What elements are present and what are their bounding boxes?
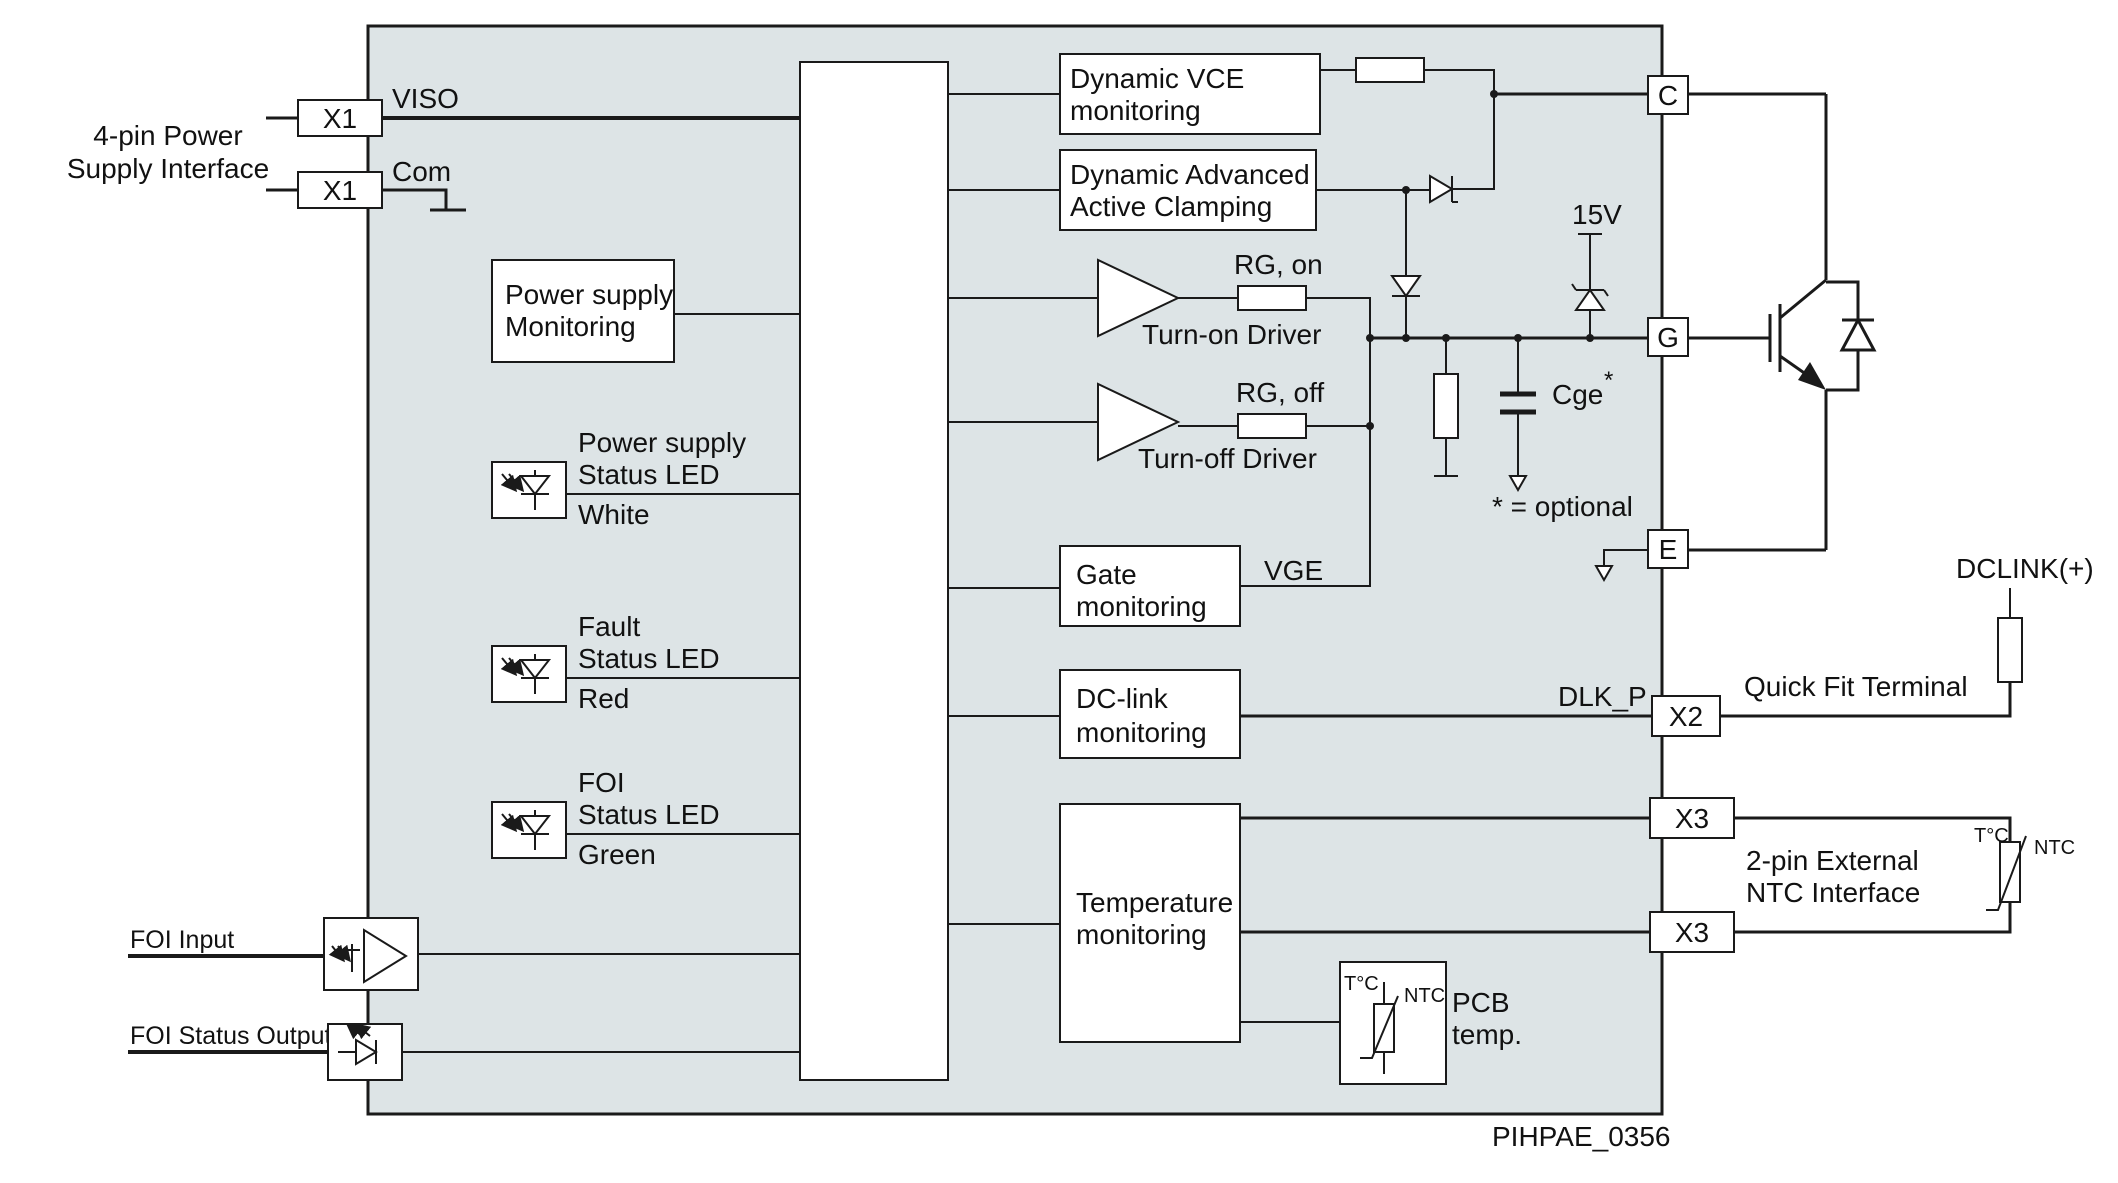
vce-line-1: Dynamic VCE (1070, 63, 1244, 94)
diagram-id: PIHPAE_0356 (1492, 1121, 1671, 1152)
ext-ntc-line-2: NTC Interface (1746, 877, 1920, 908)
cge-star: * (1604, 367, 1613, 394)
dlk-p-label: DLK_P (1558, 681, 1647, 712)
fault-led-line-2: Status LED (578, 643, 720, 674)
ext-ntc-line-1: 2-pin External (1746, 845, 1919, 876)
foi-led-line-1: FOI (578, 767, 625, 798)
led-icon (500, 654, 552, 694)
gate-mon-line-2: monitoring (1076, 591, 1207, 622)
vge-label: VGE (1264, 555, 1323, 586)
gate-emitter-resistor (1433, 373, 1459, 439)
dclink-mon-line-2: monitoring (1076, 717, 1207, 748)
rg-on-resistor (1237, 285, 1307, 311)
dclink-mon-line-1: DC-link (1076, 683, 1169, 714)
quick-fit-resistor (1997, 617, 2023, 683)
pcb-temp-line-2: temp. (1452, 1019, 1522, 1050)
terminal-x2-label: X2 (1669, 701, 1703, 732)
cge-capacitor-icon (1500, 391, 1536, 415)
dynamic-vce-monitoring-block (1059, 53, 1321, 135)
foi-led-line-2: Status LED (578, 799, 720, 830)
rg-off-label: RG, off (1236, 377, 1324, 408)
vce-line-2: monitoring (1070, 95, 1201, 126)
freewheeling-diode-icon (1826, 280, 1877, 392)
turn-on-driver-label: Turn-on Driver (1142, 319, 1321, 350)
rg-on-label: RG, on (1234, 249, 1323, 280)
ext-ntc-label: NTC (2034, 837, 2075, 859)
viso-label: VISO (392, 83, 459, 114)
terminal-x3-bottom-label: X3 (1675, 917, 1709, 948)
terminal-x3-top-label: X3 (1675, 803, 1709, 834)
ntc-thermistor-icon (1360, 982, 1399, 1074)
led-icon (500, 470, 552, 510)
temperature-monitoring-block (1059, 803, 1241, 1043)
optional-note: * = optional (1492, 491, 1633, 522)
dc-link-monitoring-block (1059, 669, 1241, 759)
dclink-label: DCLINK(+) (1956, 553, 2094, 584)
terminal-x1-com (297, 171, 383, 209)
emitter-ground-icon (1594, 565, 1614, 583)
clamp-line-1: Dynamic Advanced (1070, 159, 1310, 190)
power-supply-monitoring-line-2: Monitoring (505, 311, 636, 342)
active-clamping-block (1059, 149, 1317, 231)
temp-mon-line-1: Temperature (1076, 887, 1233, 918)
ext-ntc-tc: T°C (1974, 825, 2009, 847)
clamp-line-2: Active Clamping (1070, 191, 1272, 222)
led-icon (500, 810, 552, 850)
power-interface-label-2: Supply Interface (67, 153, 269, 184)
ps-led-line-1: Power supply (578, 427, 746, 458)
fault-status-led (491, 645, 567, 703)
photodiode-receiver-icon (328, 928, 408, 984)
cge-label: Cge (1552, 379, 1603, 410)
gate-monitoring-block (1059, 545, 1241, 627)
foi-status-output-label: FOI Status Output (130, 1022, 332, 1050)
external-ntc-thermistor-icon (1986, 835, 2027, 911)
terminal-e-label: E (1659, 534, 1678, 565)
foi-input-label: FOI Input (130, 926, 234, 954)
quick-fit-label: Quick Fit Terminal (1744, 671, 1968, 702)
rg-off-resistor (1237, 413, 1307, 439)
power-interface-label-1: 4-pin Power (93, 120, 242, 151)
pcb-temp-line-1: PCB (1452, 987, 1510, 1018)
foi-status-led (491, 801, 567, 859)
terminal-x1-viso (297, 99, 383, 137)
vce-resistor (1355, 57, 1425, 83)
v15-label: 15V (1572, 199, 1622, 230)
terminal-x3-top (1649, 797, 1735, 839)
terminal-c-label: C (1658, 80, 1678, 111)
fault-led-line-1: Fault (578, 611, 640, 642)
ps-led-color: White (578, 499, 650, 530)
pcb-tc-label: T°C (1344, 973, 1379, 995)
ps-led-line-2: Status LED (578, 459, 720, 490)
power-supply-status-led (491, 461, 567, 519)
terminal-g-label: G (1657, 322, 1679, 353)
terminal-x1-viso-label: X1 (323, 103, 357, 134)
foi-status-output-transmitter (327, 1023, 403, 1081)
igbt-transistor-icon (1768, 278, 1827, 390)
power-supply-monitoring-line-1: Power supply (505, 279, 673, 310)
terminal-x3-bottom (1649, 911, 1735, 953)
pcb-ntc-label: NTC (1404, 985, 1445, 1007)
gate-mon-line-1: Gate (1076, 559, 1137, 590)
turn-off-driver-label: Turn-off Driver (1138, 443, 1317, 474)
terminal-x1-com-label: X1 (323, 175, 357, 206)
power-supply-monitoring-block (491, 259, 675, 363)
com-label: Com (392, 156, 451, 187)
cge-ground-icon (1508, 475, 1528, 493)
temp-mon-line-2: monitoring (1076, 919, 1207, 950)
terminal-g (1647, 317, 1689, 357)
fault-led-color: Red (578, 683, 629, 714)
foi-led-color: Green (578, 839, 656, 870)
foi-input-receiver (323, 917, 419, 991)
central-logic-block (799, 61, 949, 1081)
led-icon (338, 1023, 378, 1066)
